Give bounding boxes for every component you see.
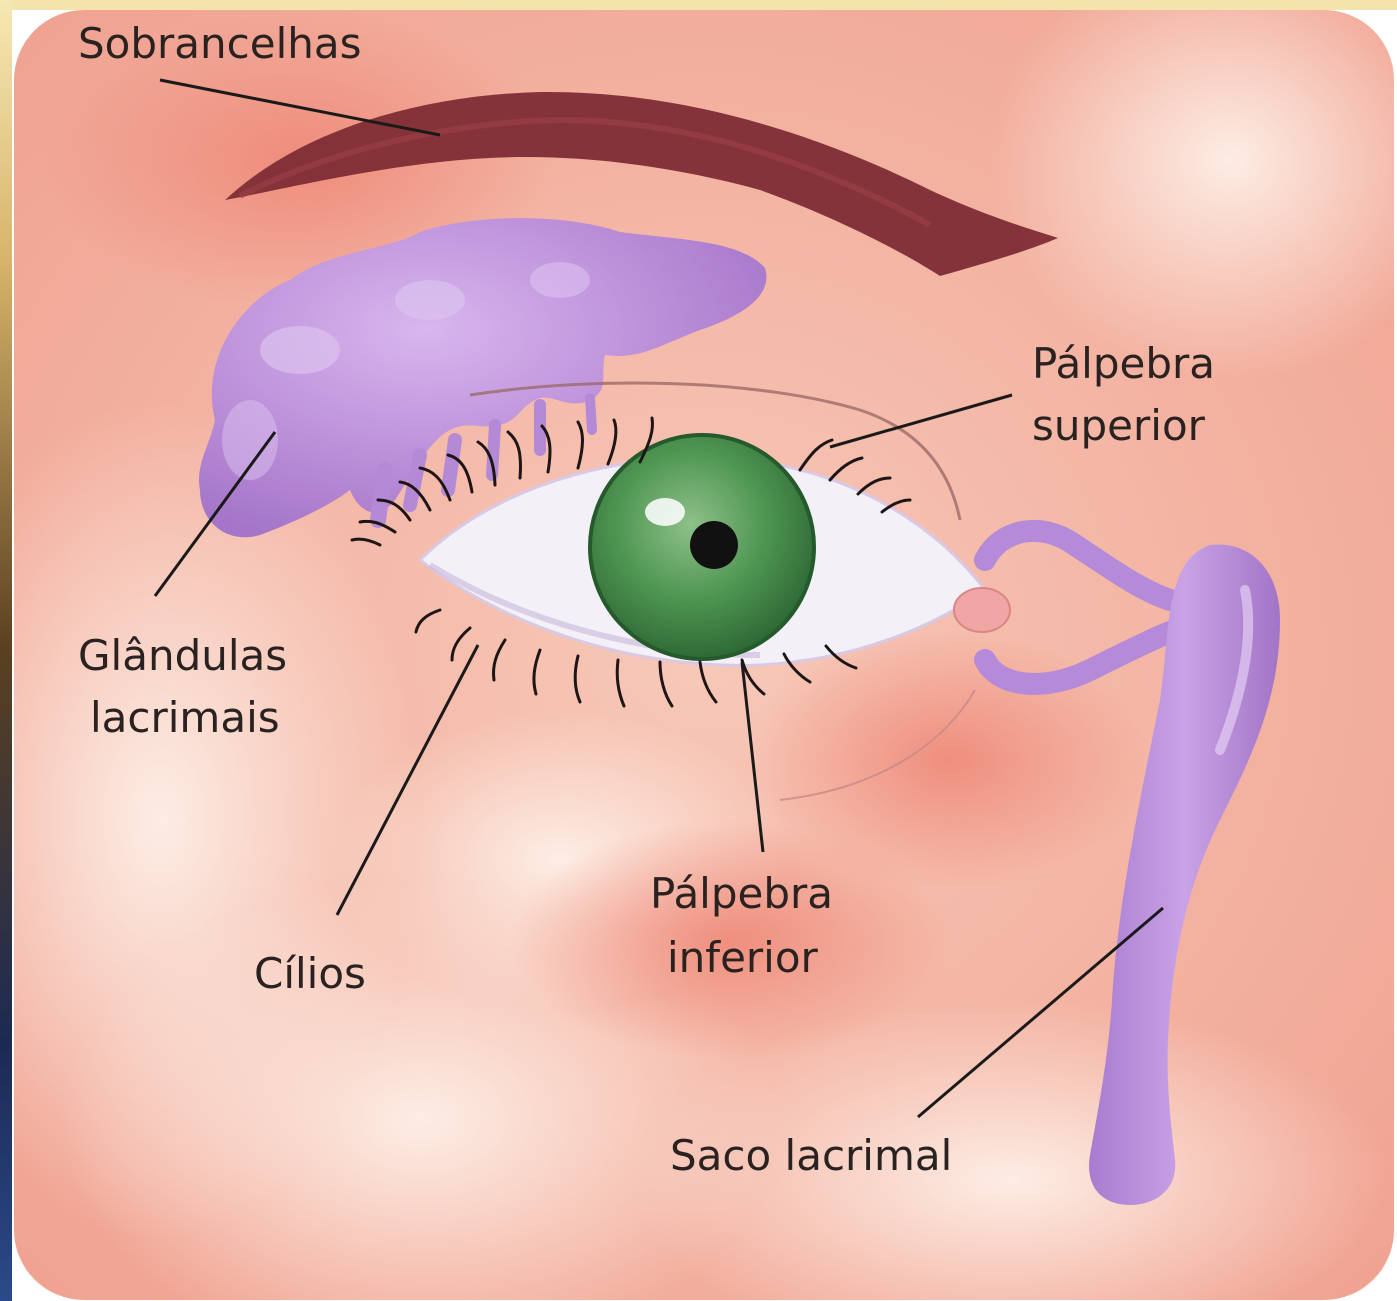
label-lacrimal-glands-line1: Glândulas bbox=[78, 631, 287, 680]
label-upper-eyelid-line2: superior bbox=[1032, 401, 1206, 450]
label-eyebrows: Sobrancelhas bbox=[78, 19, 361, 68]
label-lacrimal-sac: Saco lacrimal bbox=[670, 1131, 952, 1180]
label-lower-eyelid-line1: Pálpebra bbox=[650, 869, 833, 918]
eye-pupil bbox=[690, 521, 738, 569]
lacrimal-caruncle bbox=[954, 588, 1010, 632]
label-eyelashes: Cílios bbox=[254, 949, 366, 998]
label-lacrimal-glands-line2: lacrimais bbox=[90, 693, 280, 742]
label-lower-eyelid-line2: inferior bbox=[667, 933, 819, 982]
label-upper-eyelid-line1: Pálpebra bbox=[1032, 339, 1215, 388]
